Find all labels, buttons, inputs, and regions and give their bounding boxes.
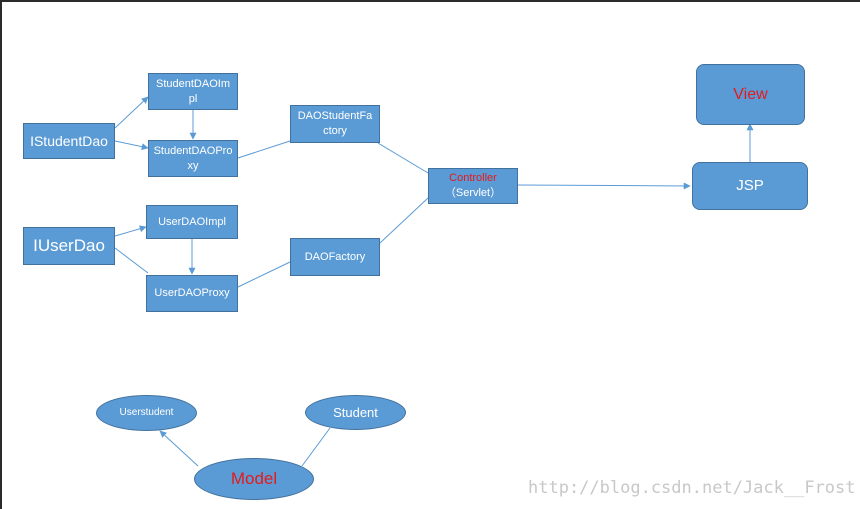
edge-student-to-model bbox=[301, 427, 331, 467]
node-studentdaoproxy: StudentDAOProxy bbox=[148, 140, 238, 177]
edge-userdaoproxy-to-daofactory bbox=[237, 261, 291, 288]
node-daostudentfactory: DAOStudentFactory bbox=[290, 105, 380, 143]
edge-daofactory-to-controller bbox=[379, 197, 429, 244]
window-left-border bbox=[0, 0, 2, 509]
node-iuserdao: IUserDao bbox=[23, 227, 115, 265]
edge-istudentdao-to-studentdaoimpl bbox=[114, 96, 149, 129]
controller-label: Controller bbox=[449, 172, 497, 185]
window-top-border bbox=[0, 0, 860, 2]
node-istudentdao: IStudentDao bbox=[23, 123, 115, 159]
model-label: Model bbox=[230, 468, 278, 488]
edge-model-to-userstudent bbox=[159, 430, 199, 467]
node-userdaoimpl: UserDAOImpl bbox=[146, 205, 238, 239]
edge-iuserdao-to-userdaoimpl bbox=[114, 225, 147, 237]
node-userdaoproxy: UserDAOProxy bbox=[146, 275, 238, 312]
node-view: View bbox=[696, 64, 805, 125]
edge-iuserdao-to-userdaoproxy bbox=[114, 247, 149, 274]
node-userstudent: Userstudent bbox=[96, 395, 197, 431]
node-daofactory: DAOFactory bbox=[290, 238, 380, 276]
view-label: View bbox=[733, 85, 768, 103]
node-studentdaoimpl: StudentDAOImpl bbox=[148, 73, 238, 110]
node-model: Model bbox=[194, 458, 314, 500]
edge-studentdaoproxy-to-daostudentfactory bbox=[237, 140, 291, 159]
watermark-url: http://blog.csdn.net/Jack__Frost bbox=[528, 478, 856, 498]
node-jsp: JSP bbox=[692, 162, 808, 210]
edge-daostudentfactory-to-controller bbox=[377, 142, 429, 174]
edge-controller-to-jsp bbox=[517, 182, 691, 190]
edge-istudentdao-to-studentdaoproxy bbox=[114, 140, 149, 151]
node-controller: Controller （Servlet） bbox=[428, 168, 518, 204]
node-student: Student bbox=[305, 395, 406, 430]
servlet-label: （Servlet） bbox=[444, 187, 502, 199]
